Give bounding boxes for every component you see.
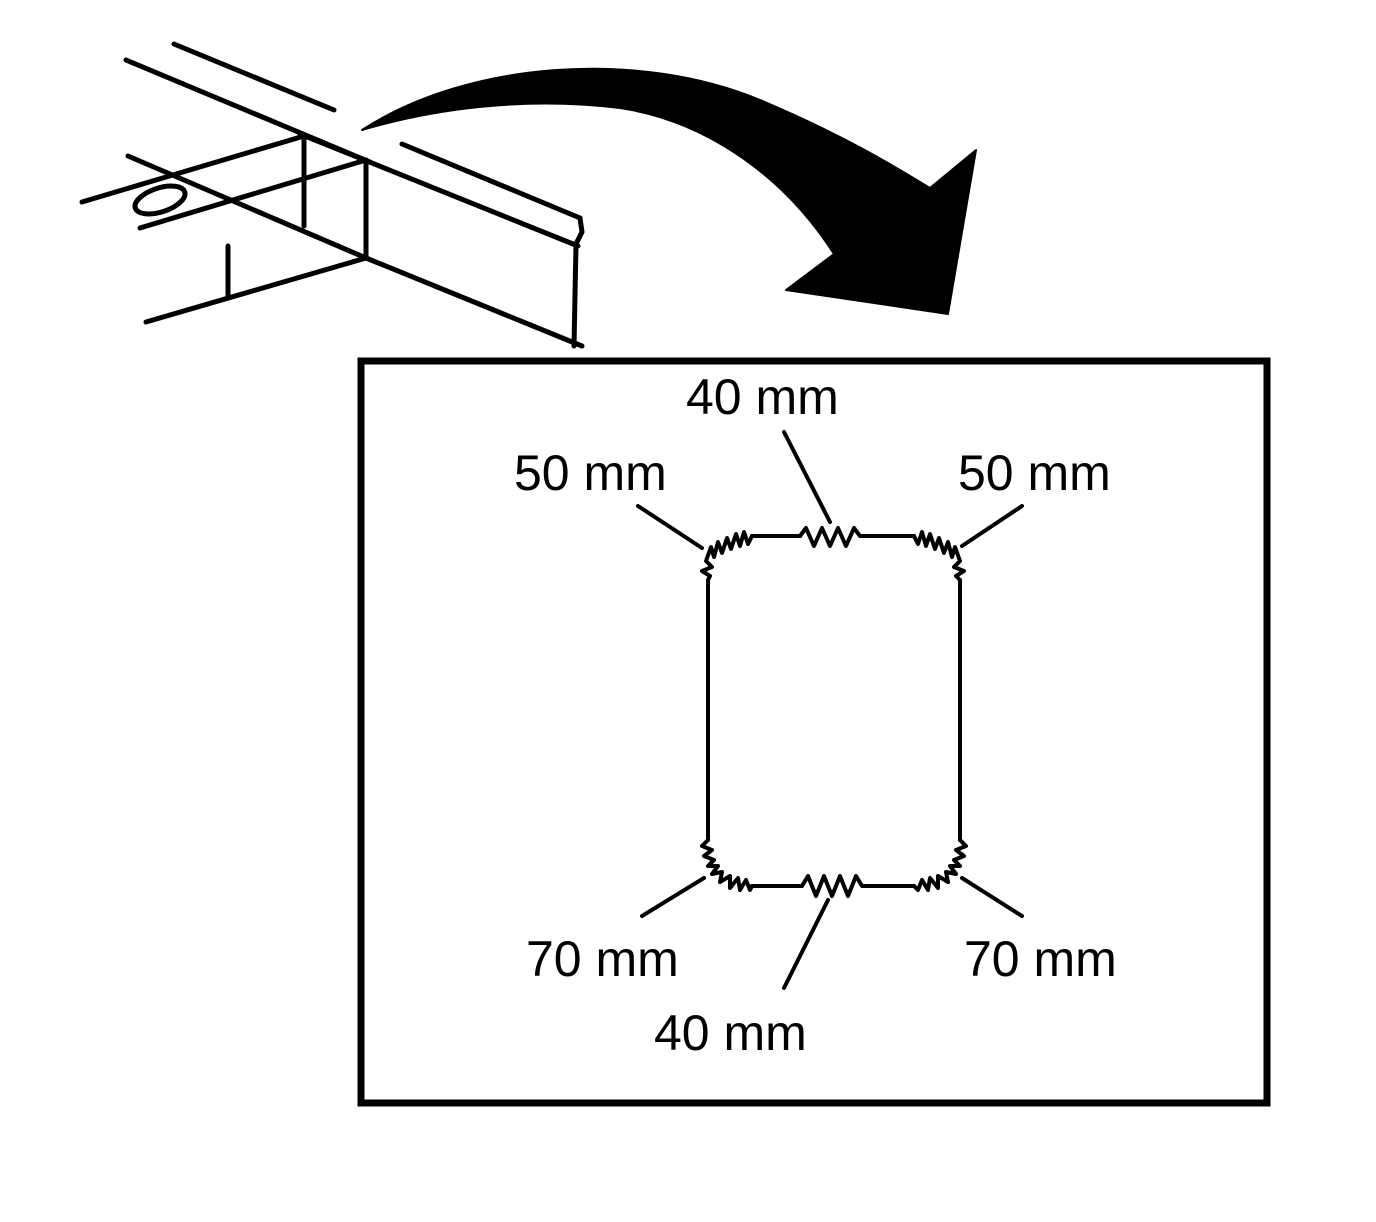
bottom-right-corner-cut: [912, 838, 968, 892]
top-right-corner-cut: [912, 530, 966, 582]
detail-box: [357, 357, 1271, 1107]
leader-top-center: [782, 430, 832, 524]
label-bottom-right: 70 mm: [964, 931, 1117, 987]
leader-lines: [636, 430, 1024, 990]
label-top-right: 50 mm: [958, 445, 1111, 501]
top-center-cut-mark: [798, 526, 868, 548]
bottom-left-corner-cut: [700, 838, 754, 892]
label-bottom-left: 70 mm: [526, 931, 679, 987]
leader-top-right: [960, 504, 1024, 548]
top-left-corner-cut: [700, 530, 754, 582]
slot-hole-icon: [132, 183, 188, 217]
leader-bottom-left: [640, 876, 706, 918]
leader-bottom-right: [960, 876, 1024, 918]
label-top-left: 50 mm: [514, 445, 667, 501]
label-bottom-center: 40 mm: [654, 1005, 807, 1061]
curved-arrow-icon: [361, 67, 977, 315]
frame-rail-drawing: [79, 41, 585, 349]
cut-outline: [700, 526, 968, 898]
leader-top-left: [636, 504, 704, 550]
bottom-center-cut-mark: [800, 874, 868, 898]
leader-bottom-center: [782, 898, 830, 990]
label-top-center: 40 mm: [686, 369, 839, 425]
